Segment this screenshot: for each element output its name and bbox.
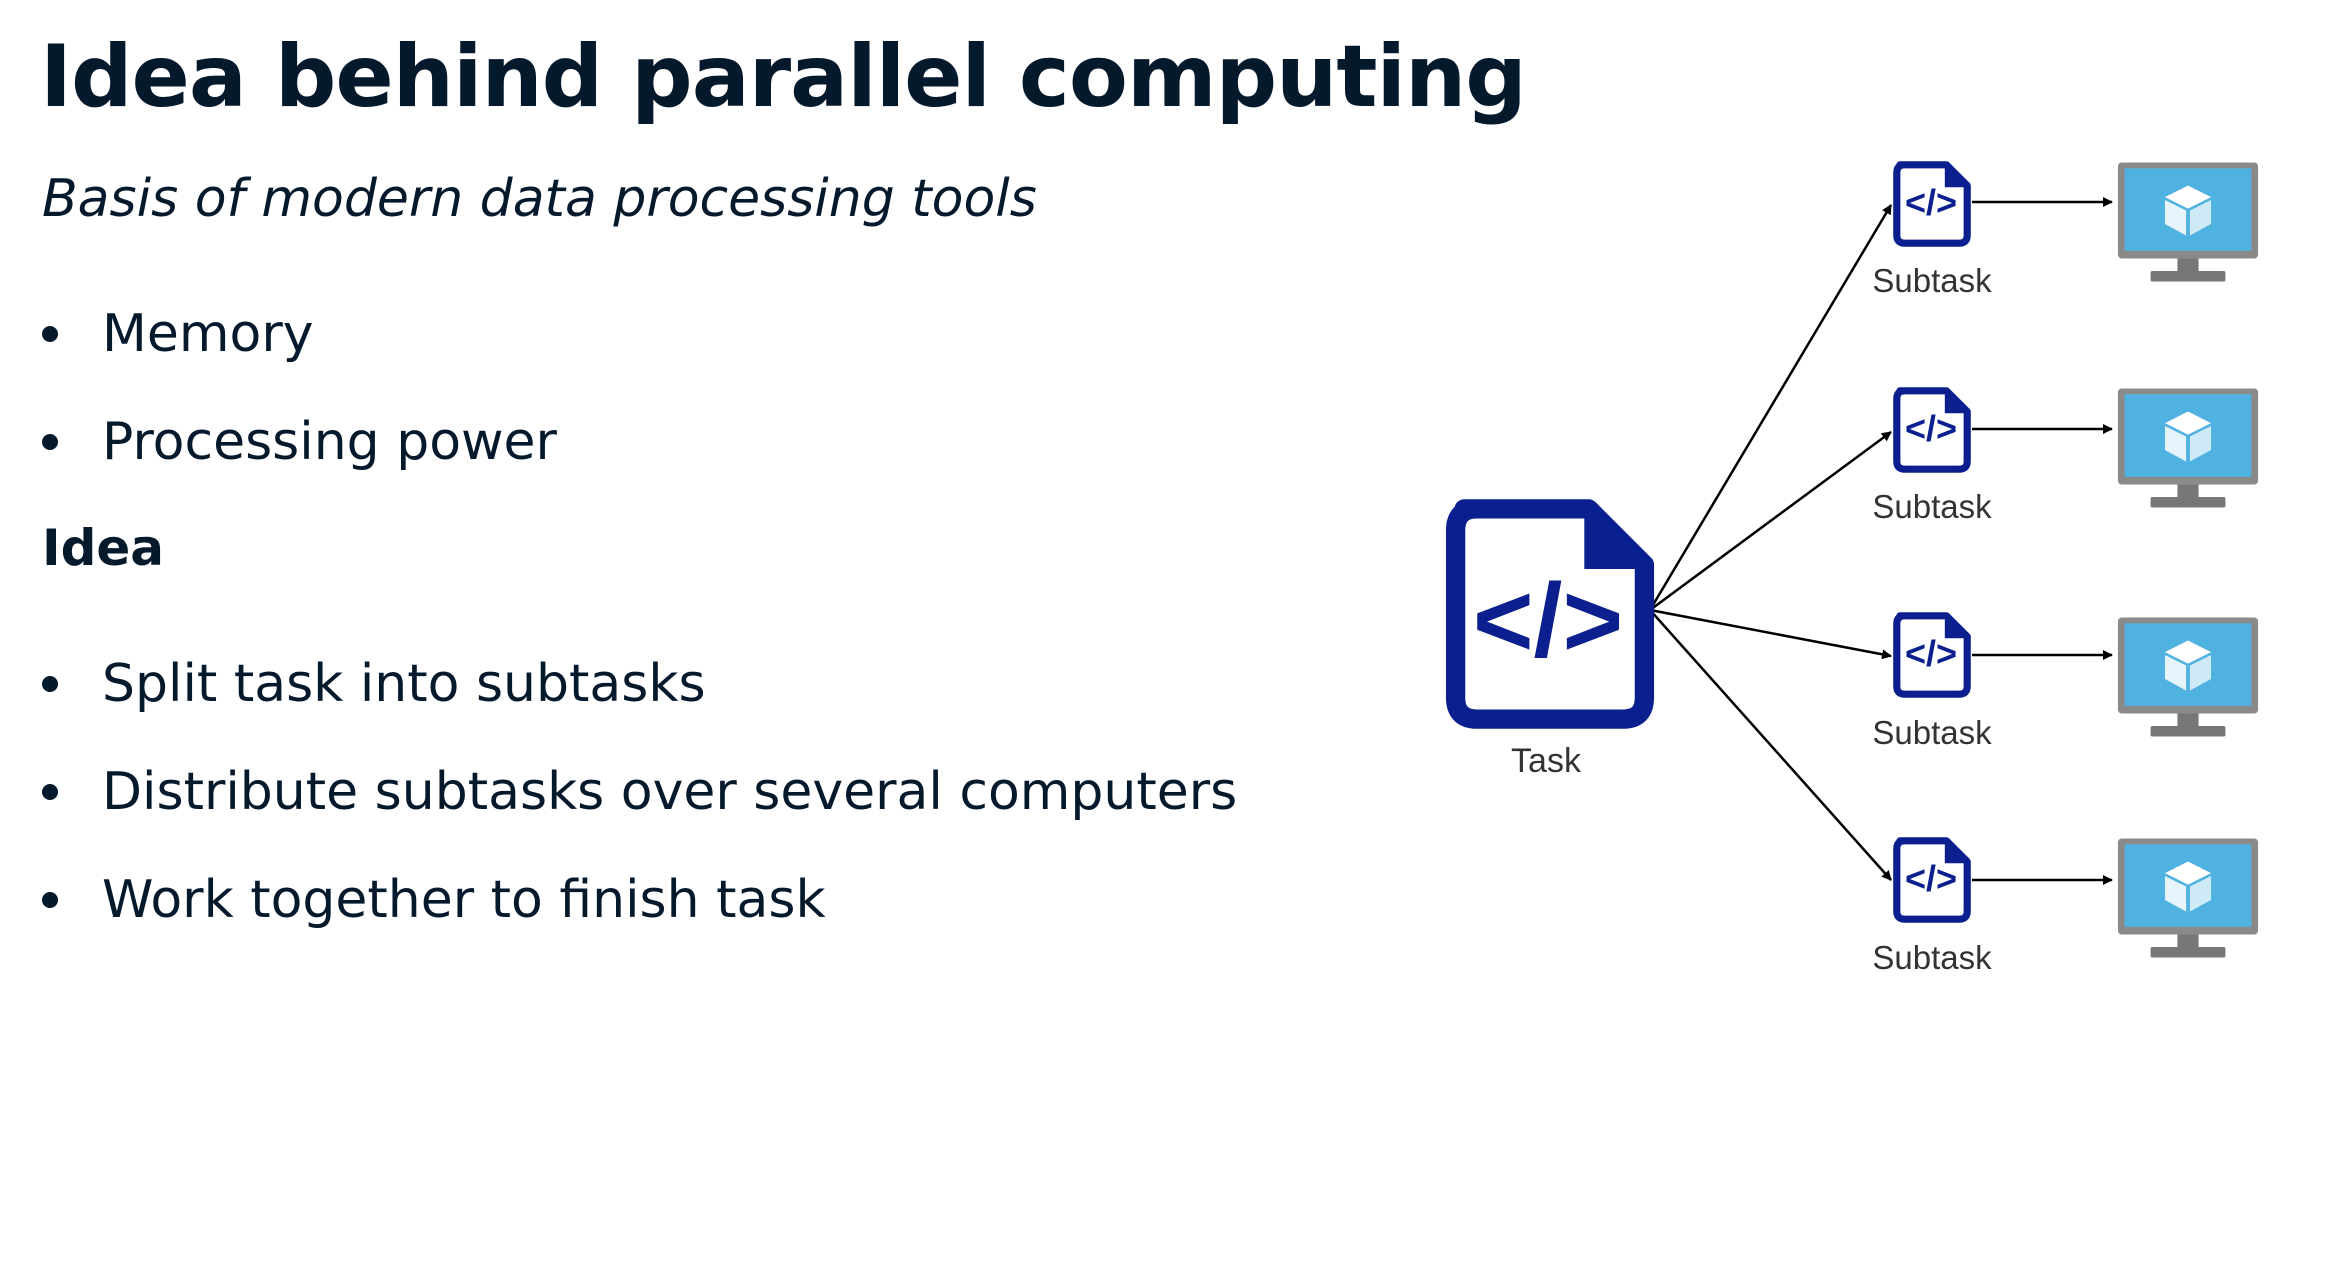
computer-monitor-icon xyxy=(2117,838,2259,958)
bullet-icon xyxy=(42,676,58,692)
subtask-label: Subtask xyxy=(1872,714,1992,751)
computer-monitor-icon xyxy=(2117,617,2259,737)
list-item: Work together to finish task xyxy=(42,846,1237,954)
bullet-icon xyxy=(42,892,58,908)
subtask-node: </> Subtask xyxy=(1872,613,1992,751)
subtask-code-glyph: </> xyxy=(1905,182,1957,223)
arrow xyxy=(1649,430,1892,612)
subtask-to-computer-arrows xyxy=(1972,197,2113,885)
subtask-code-glyph: </> xyxy=(1905,633,1957,674)
subtask-node: </> Subtask xyxy=(1872,838,1992,976)
computer-monitor-icon xyxy=(2117,162,2259,282)
subtask-label: Subtask xyxy=(1872,488,1992,525)
task-code-glyph: </> xyxy=(1473,563,1623,679)
subtask-node: </> Subtask xyxy=(1872,388,1992,525)
arrow xyxy=(1649,609,1892,881)
list-item: Memory xyxy=(42,280,557,388)
task-to-subtask-arrows xyxy=(1648,204,1893,881)
bullet-icon xyxy=(42,784,58,800)
subtask-label: Subtask xyxy=(1872,939,1992,976)
idea-list: Split task into subtasks Distribute subt… xyxy=(42,630,1237,954)
subtask-node: </> Subtask xyxy=(1872,162,1992,299)
idea-heading: Idea xyxy=(42,519,165,577)
list-item: Processing power xyxy=(42,388,557,496)
task-label: Task xyxy=(1511,742,1582,780)
list-item: Distribute subtasks over several compute… xyxy=(42,738,1237,846)
list-item-label: Processing power xyxy=(102,412,557,472)
list-item-label: Split task into subtasks xyxy=(102,654,706,714)
list-item-label: Distribute subtasks over several compute… xyxy=(102,762,1238,822)
list-item-label: Memory xyxy=(102,304,314,364)
arrow xyxy=(1649,608,1892,660)
arrow xyxy=(1648,204,1893,611)
list-item-label: Work together to finish task xyxy=(102,870,826,930)
slide-title: Idea behind parallel computing xyxy=(40,27,1527,127)
resource-list: Memory Processing power xyxy=(42,280,557,496)
subtask-code-glyph: </> xyxy=(1905,858,1957,899)
subtask-code-glyph: </> xyxy=(1905,408,1957,449)
subtask-label: Subtask xyxy=(1872,262,1992,299)
bullet-icon xyxy=(42,326,58,342)
task-node: </> Task xyxy=(1456,500,1653,780)
list-item: Split task into subtasks xyxy=(42,630,1237,738)
bullet-icon xyxy=(42,434,58,450)
slide-subtitle: Basis of modern data processing tools xyxy=(42,169,1037,229)
computer-monitor-icon xyxy=(2117,388,2259,508)
